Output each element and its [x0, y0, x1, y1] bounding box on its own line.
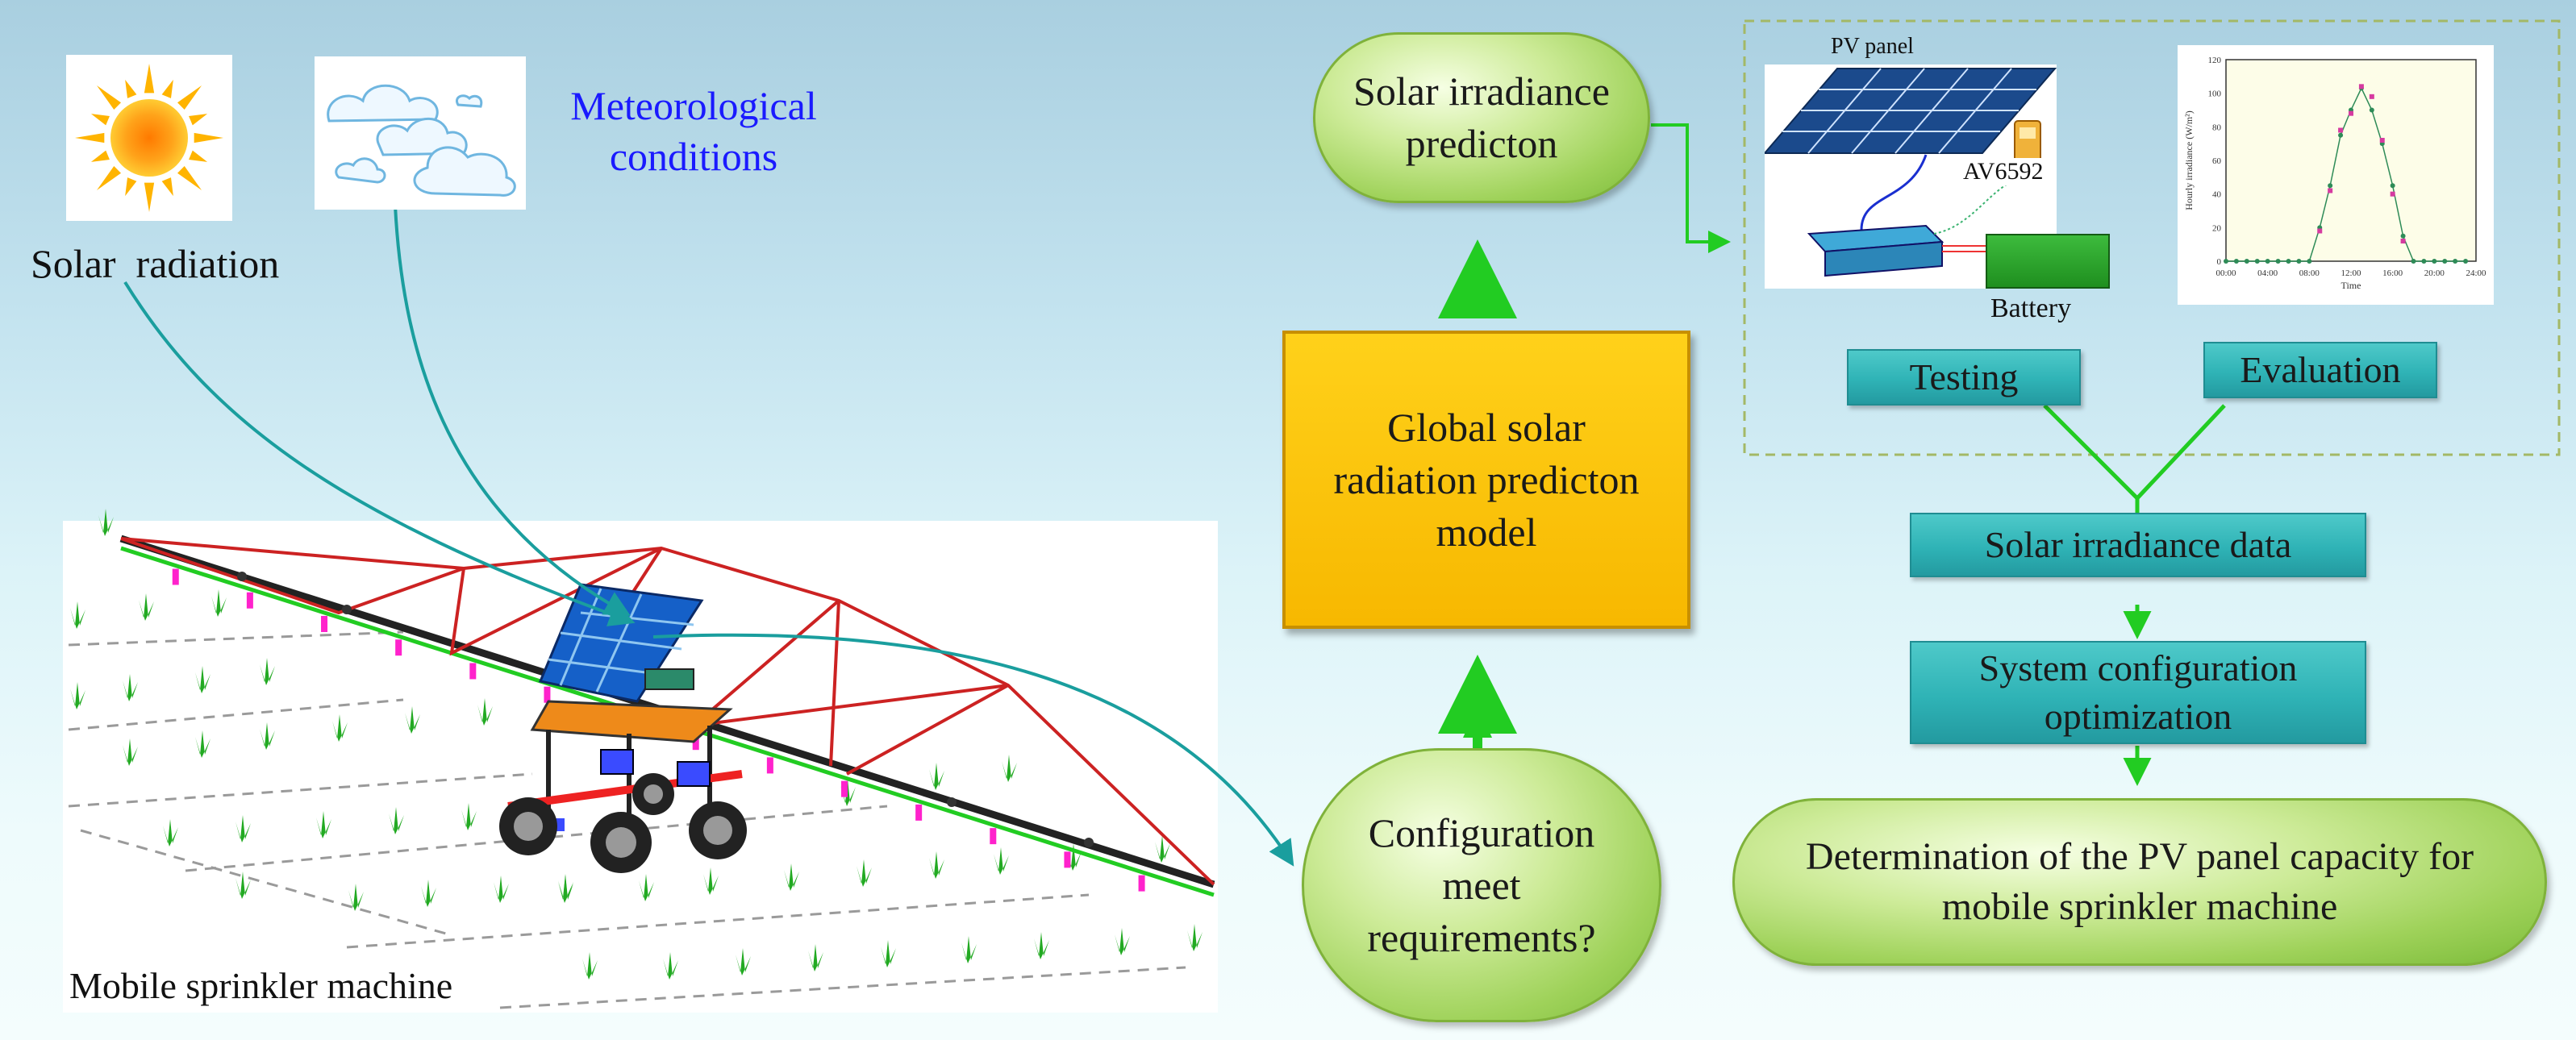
system-configuration-box[interactable]: System configuration optimization	[1910, 641, 2366, 744]
data-point	[2421, 259, 2427, 264]
sun-picture	[66, 55, 232, 221]
solar-irradiance-data-box[interactable]: Solar irradiance data	[1910, 513, 2366, 577]
evaluation-box[interactable]: Evaluation	[2203, 342, 2437, 398]
data-point	[2265, 259, 2270, 264]
data-point-alt	[2400, 239, 2406, 243]
meteorological-line1: Meteorological	[570, 83, 817, 128]
crop-icon	[70, 509, 1203, 980]
data-point-alt	[2369, 94, 2374, 99]
meter-label: AV6592	[1961, 158, 2045, 185]
sun-icon	[75, 64, 223, 212]
data-point	[2338, 132, 2344, 138]
x-tick-label: 12:00	[2340, 268, 2361, 278]
x-tick-label: 16:00	[2382, 268, 2403, 278]
data-point-alt	[2328, 188, 2333, 193]
data-point-alt	[2317, 228, 2323, 234]
global-solar-radiation-model-node[interactable]: Global solar radiation predicton model	[1282, 331, 1690, 629]
data-point	[2463, 259, 2469, 264]
x-tick-label: 20:00	[2424, 268, 2445, 278]
prediction-to-testing-arrow	[1651, 123, 1731, 253]
data-point-alt	[2390, 191, 2395, 197]
testing-area-frame	[1743, 19, 2561, 456]
data-point	[2369, 107, 2374, 113]
data-point	[2390, 183, 2395, 189]
data-point-alt	[2349, 110, 2353, 116]
solar-irradiance-prediction-node[interactable]: Solar irradiance predicton	[1313, 32, 1650, 203]
x-tick-label: 08:00	[2299, 268, 2320, 278]
cloud-picture	[315, 56, 526, 210]
solar-to-panel-curve	[123, 281, 636, 626]
irradiance-chart-svg: 00:00 04:00 08:00 12:00 16:00 20:00 24:00 0 20 40…	[2183, 56, 2486, 291]
y-tick-label: 60	[2212, 156, 2222, 166]
data-point	[2411, 259, 2416, 264]
x-tick-label: 24:00	[2466, 268, 2486, 278]
mobile-sprinkler-label: Mobile sprinkler machine	[69, 965, 453, 1006]
data-point	[2244, 259, 2249, 264]
meteorological-conditions-label: Meteorological conditions	[548, 81, 839, 181]
irradiance-chart: 00:00 04:00 08:00 12:00 16:00 20:00 24:00 0 20 40…	[2178, 45, 2494, 305]
flow-arrows	[1438, 239, 2152, 786]
pv-panel-label: PV panel	[1831, 34, 1914, 59]
data-point	[2328, 183, 2333, 189]
data-point	[2286, 259, 2291, 264]
panel-to-config-curve	[652, 633, 1294, 867]
y-tick-label: 40	[2212, 190, 2222, 200]
y-tick-label: 80	[2212, 123, 2222, 132]
x-tick-label: 04:00	[2257, 268, 2278, 278]
data-point	[2442, 259, 2448, 264]
data-point	[2432, 259, 2437, 264]
data-point-alt	[2358, 84, 2364, 89]
cloud-icon	[327, 84, 516, 197]
pv-panel-icon	[1762, 68, 2057, 277]
data-point	[2453, 259, 2458, 264]
data-point	[2224, 259, 2228, 264]
configuration-check-node[interactable]: Configuration meet requirements?	[1302, 748, 1661, 1022]
testing-evaluation-join	[2043, 404, 2226, 501]
data-point	[2296, 259, 2302, 264]
pv-capacity-determination-node[interactable]: Determination of the PV panel capacity f…	[1732, 798, 2547, 966]
y-axis-label: Hourly irradiance (W/m²)	[2183, 110, 2195, 210]
battery-icon	[1986, 234, 2110, 289]
y-tick-label: 100	[2208, 89, 2222, 99]
x-axis-label: Time	[2341, 280, 2361, 291]
y-tick-label: 120	[2208, 56, 2222, 65]
weather-to-panel-curve	[394, 205, 631, 616]
chart-plot-area	[2225, 59, 2477, 262]
data-point-alt	[2379, 138, 2385, 143]
battery-label: Battery	[1990, 293, 2072, 323]
y-tick-label: 20	[2212, 223, 2222, 233]
data-point-alt	[2338, 127, 2344, 133]
meteorological-line2: conditions	[609, 133, 778, 179]
sprinkler-machine-icon	[119, 535, 1215, 897]
data-point	[2233, 259, 2239, 264]
data-point	[2254, 259, 2260, 264]
data-point	[2275, 259, 2281, 264]
x-tick-label: 00:00	[2215, 268, 2236, 278]
testing-box[interactable]: Testing	[1847, 349, 2081, 406]
solar-radiation-label: Solar radiation	[31, 241, 280, 286]
y-tick-label: 0	[2217, 257, 2222, 267]
data-point	[2307, 259, 2312, 264]
data-point	[2400, 233, 2406, 239]
